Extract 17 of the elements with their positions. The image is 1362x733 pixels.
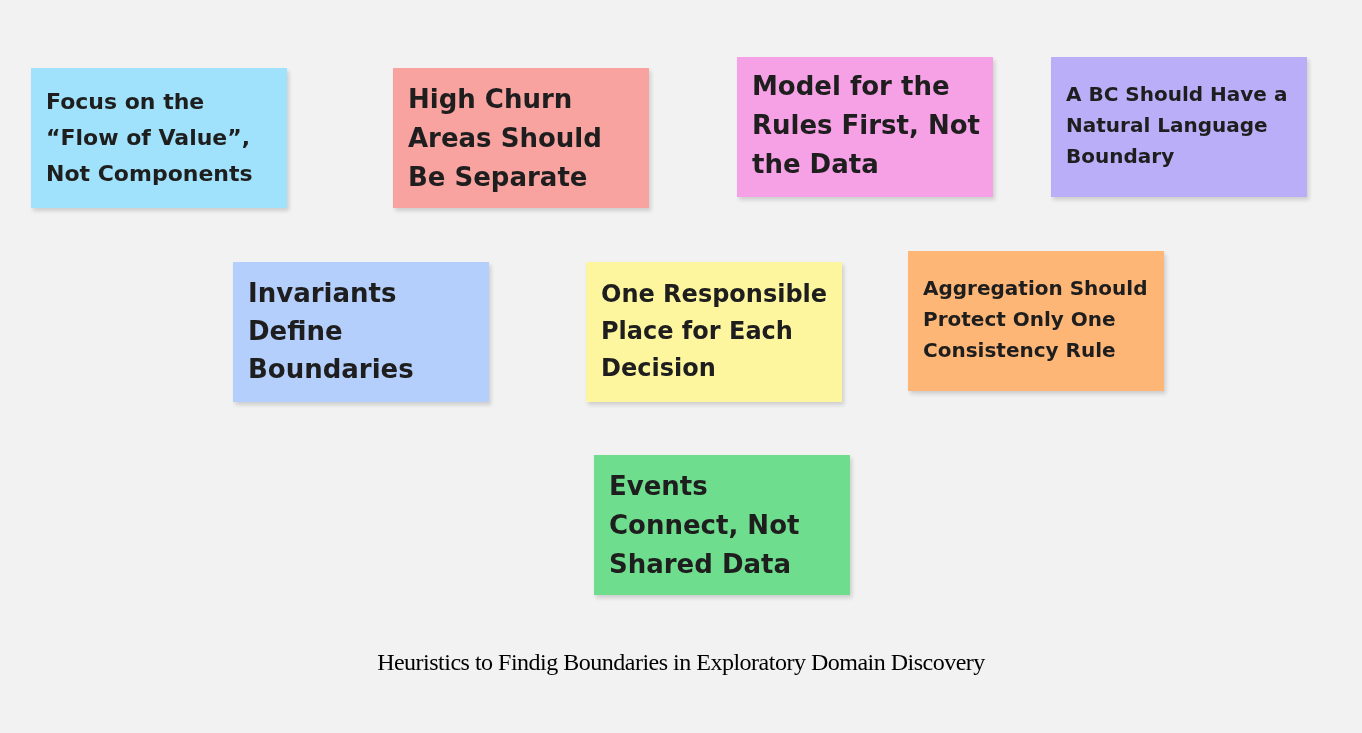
- note-text: Aggregation Should Protect Only One Consistency Rule: [923, 275, 1149, 364]
- sticky-note: [594, 455, 850, 595]
- note-text: Model for the Rules First, Not the Data: [752, 70, 981, 181]
- sticky-note: [908, 251, 1164, 391]
- note-text: A BC Should Have a Natural Language Boundary: [1066, 81, 1289, 170]
- sticky-note: [586, 262, 842, 402]
- caption: Heuristics to Findig Boundaries in Exploratory Domain Discovery: [376, 648, 986, 677]
- sticky-note: [233, 262, 489, 402]
- sticky-note: [1051, 57, 1307, 197]
- sticky-note: [737, 57, 993, 197]
- sticky-note: [393, 68, 649, 208]
- sticky-note: [31, 68, 287, 208]
- note-text: Events Connect, Not Shared Data: [609, 470, 801, 581]
- note-text: Focus on the “Flow of Value”, Not Components: [46, 88, 254, 188]
- note-text: High Churn Areas Should Be Separate: [408, 83, 603, 194]
- note-text: One Responsible Place for Each Decision: [601, 279, 829, 384]
- note-text: Invariants Define Boundaries: [248, 277, 415, 386]
